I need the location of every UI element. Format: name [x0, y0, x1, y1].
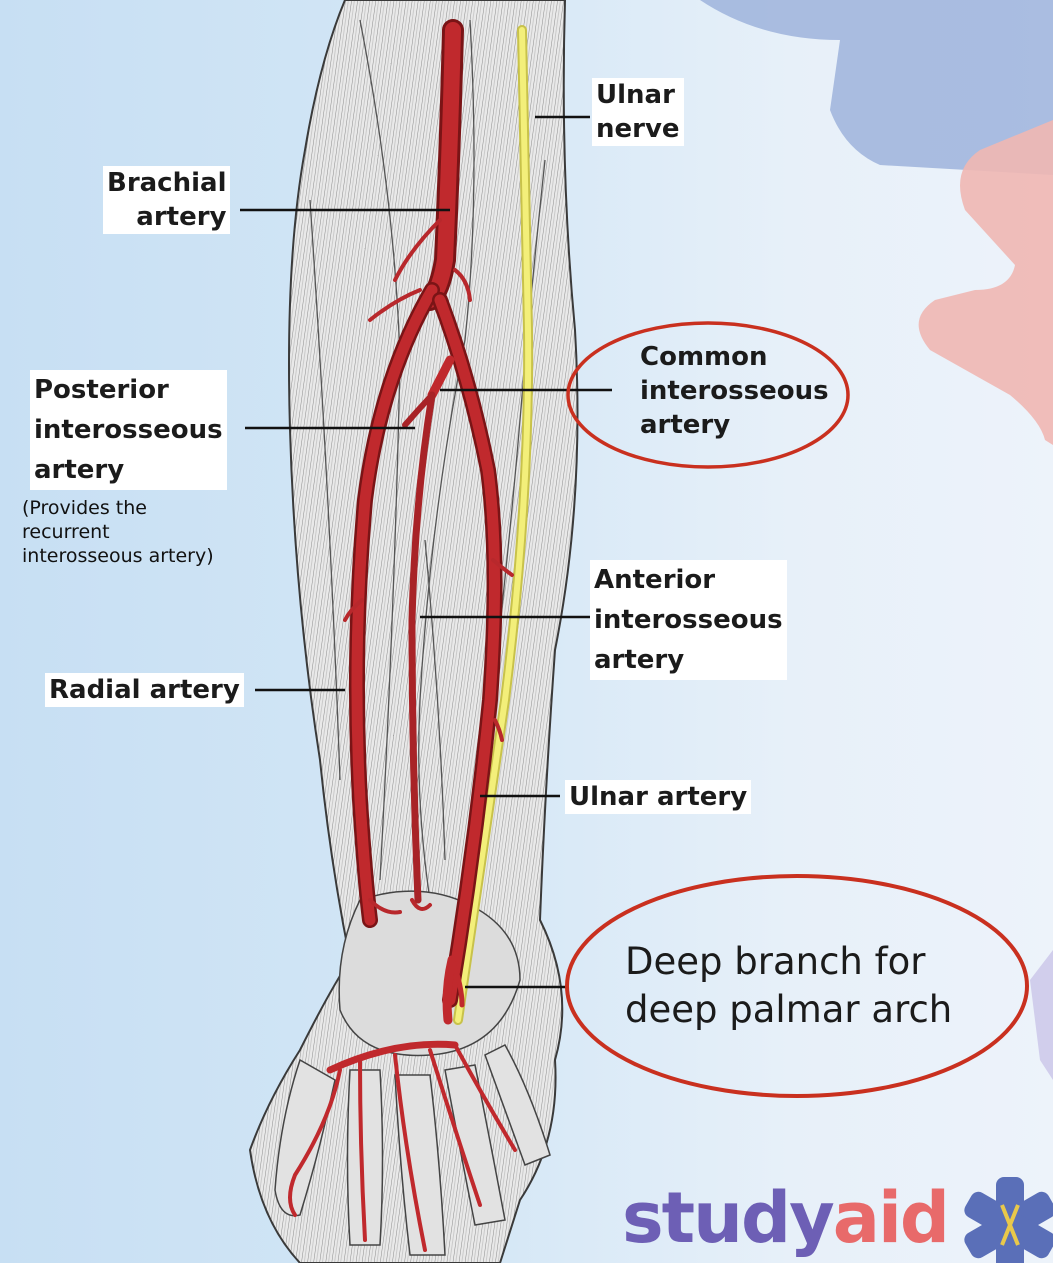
posterior-interosseous-note: (Provides the recurrent interosseous art… — [22, 496, 214, 568]
label-radial-artery: Radial artery — [45, 673, 244, 707]
label-ulnar-artery: Ulnar artery — [565, 780, 751, 814]
label-common-interosseous-artery: Common interosseous artery — [636, 340, 833, 442]
label-anterior-interosseous-artery: Anterior interosseous artery — [590, 560, 787, 680]
studyaid-logo: studyaid — [622, 1178, 948, 1258]
label-brachial-artery: Brachial artery — [103, 166, 230, 234]
label-ulnar-nerve: Ulnar nerve — [592, 78, 684, 146]
deep-branch-path — [447, 960, 452, 1020]
logo-text-study: study — [622, 1177, 833, 1259]
logo-text-aid: aid — [833, 1177, 948, 1259]
label-deep-branch: Deep branch for deep palmar arch — [625, 938, 952, 1034]
label-posterior-interosseous-artery: Posterior interosseous artery — [30, 370, 227, 490]
